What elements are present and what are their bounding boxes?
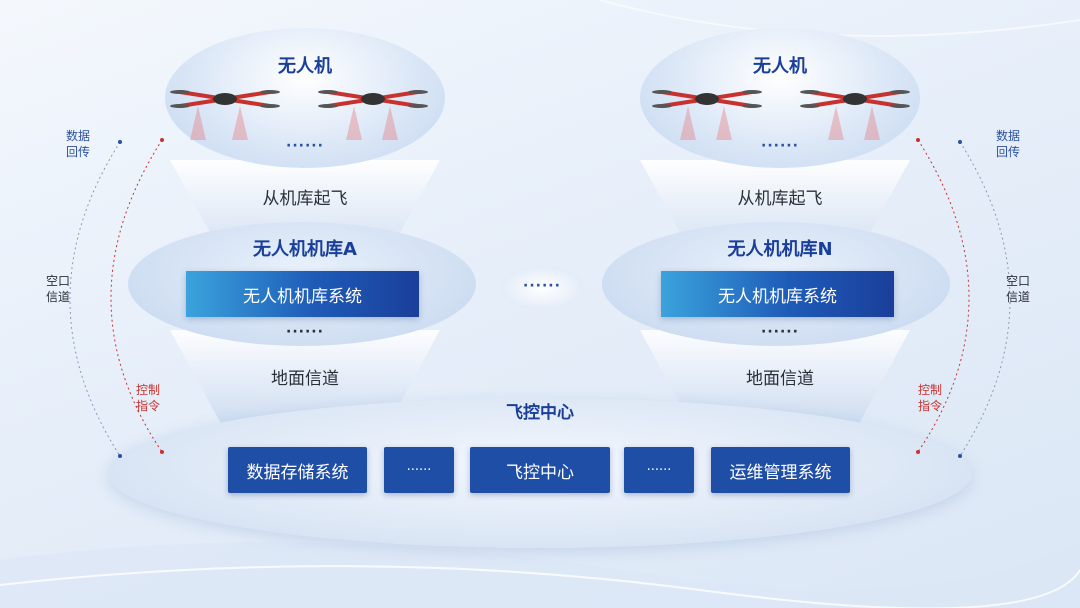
middle-ellipsis: ······ (523, 278, 561, 294)
uav-title-left: 无人机 (278, 56, 332, 77)
takeoff-label-left: 从机库起飞 (262, 189, 348, 209)
ground-channel-right: 地面信道 (746, 369, 814, 389)
uav-ellipsis-left: ······ (286, 138, 324, 154)
drone-icon (800, 90, 910, 140)
takeoff-label-right: 从机库起飞 (737, 189, 823, 209)
hangar-system-left: 无人机机库系统 (186, 271, 419, 317)
middle-ellipse (500, 266, 584, 310)
data-return-label-right: 数据回传 (995, 129, 1020, 159)
uav-ellipsis-right: ······ (761, 138, 799, 154)
data-return-label-left: 数据回传 (65, 129, 90, 159)
hangar-ellipsis-left: ······ (286, 324, 324, 340)
ellipsis-box: ······ (384, 447, 454, 493)
drone-icon (318, 90, 428, 140)
drone-icon (652, 90, 762, 140)
hangar-ellipsis-right: ······ (761, 324, 799, 340)
hangar-a-title: 无人机机库A (253, 239, 357, 260)
air-channel-label-right: 空口信道 (1005, 274, 1030, 304)
control-cmd-label-left: 控制指令 (135, 383, 160, 413)
drone-icon (170, 90, 280, 140)
control-cmd-label-right: 控制指令 (917, 383, 942, 413)
uav-title-right: 无人机 (753, 56, 807, 77)
hangar-system-right: 无人机机库系统 (661, 271, 894, 317)
flight-center-box: 飞控中心 (470, 447, 610, 493)
ops-management-box: 运维管理系统 (711, 447, 850, 493)
flight-center-title: 飞控中心 (506, 403, 574, 423)
hangar-n-title: 无人机机库N (727, 239, 833, 260)
air-channel-label-left: 空口信道 (45, 274, 70, 304)
ellipsis-box: ······ (624, 447, 694, 493)
ground-channel-left: 地面信道 (271, 369, 339, 389)
data-storage-box: 数据存储系统 (228, 447, 367, 493)
